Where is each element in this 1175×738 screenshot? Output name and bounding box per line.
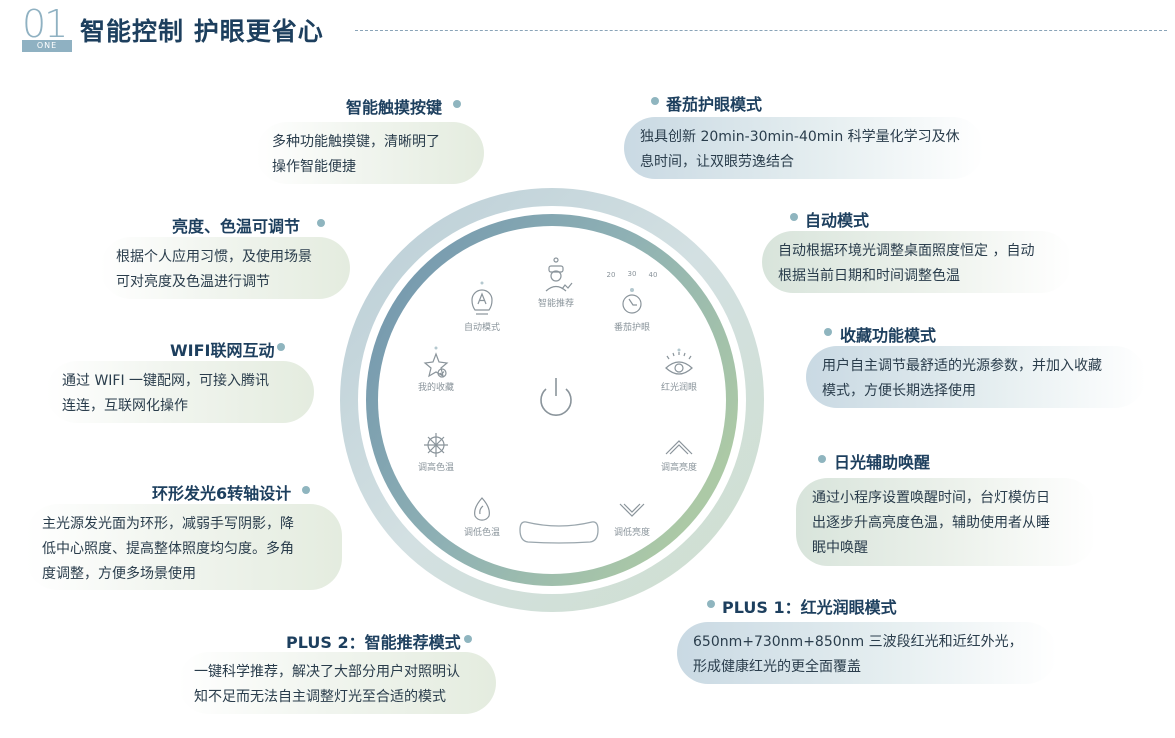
feature-title: 自动模式: [805, 211, 870, 230]
description-line: 度调整，方便多场景使用: [42, 566, 196, 582]
auto-mode-bulb-icon: [471, 281, 493, 315]
color-temp-up-button[interactable]: 调高色温: [418, 433, 454, 473]
description-line: 知不足而无法自主调整灯光至合适的模式: [194, 689, 446, 705]
control-face: [378, 226, 726, 574]
brightness-down-icon: [619, 503, 645, 517]
brightness-down-button[interactable]: 调低亮度: [614, 503, 650, 538]
timer-marks: 20 30 40: [607, 270, 658, 279]
feature-description: 独具创新 20min-30min-40min 科学量化学习及休 息时间，让双眼劳…: [624, 117, 984, 179]
description-line: 根据当前日期和时间调整色温: [778, 268, 960, 284]
feature-title: WIFI联网互动: [170, 341, 275, 360]
description-line: 独具创新 20min-30min-40min 科学量化学习及休: [640, 129, 960, 145]
description-line: 低中心照度、提高整体照度均匀度。多角: [42, 541, 294, 557]
brightness-up-icon: [665, 440, 693, 455]
button-label: 红光润眼: [661, 381, 697, 393]
description-line: 用户自主调节最舒适的光源参数，并加入收藏: [822, 358, 1102, 374]
button-label: 调低亮度: [614, 526, 650, 538]
color-temp-up-icon: [424, 433, 448, 457]
feature-title: 智能触摸按键: [346, 98, 443, 117]
description-line: 通过 WIFI 一键配网，可接入腾讯: [62, 373, 270, 389]
bullet-dot: [277, 343, 285, 351]
feature-title: PLUS 1：红光润眼模式: [722, 598, 897, 617]
button-label: 调高亮度: [661, 461, 697, 473]
smart-recommend-button[interactable]: 智能推荐: [538, 257, 574, 309]
description-line: 连连，互联网化操作: [62, 398, 188, 414]
color-temp-down-button[interactable]: 调低色温: [464, 497, 500, 538]
tomato-timer-icon: [622, 288, 642, 314]
title-divider: [355, 30, 1167, 31]
bullet-dot: [302, 486, 310, 494]
description-line: 操作智能便捷: [272, 159, 356, 175]
red-light-button[interactable]: 红光润眼: [661, 348, 697, 394]
description-line: 出逐步升高亮度色温，辅助使用者从睡: [812, 515, 1050, 531]
description-line: 自动根据环境光调整桌面照度恒定 ，自动: [778, 243, 1035, 259]
feature-title: 亮度、色温可调节: [172, 217, 301, 236]
bullet-dot: [651, 97, 659, 105]
feature-description: 多种功能触摸键，清晰明了 操作智能便捷: [256, 122, 484, 184]
button-label: 自动模式: [464, 321, 500, 333]
color-temp-down-icon: [474, 497, 490, 521]
description-line: 形成健康红光的更全面覆盖: [693, 659, 861, 675]
feature-title: PLUS 2：智能推荐模式: [286, 633, 461, 652]
feature-description: 用户自主调节最舒适的光源参数，并加入收藏 模式，方便长期选择使用: [806, 346, 1146, 408]
favorite-star-icon: [423, 346, 449, 378]
page-title: 智能控制 护眼更省心: [80, 17, 324, 46]
bullet-dot: [453, 100, 461, 108]
description-line: 息时间，让双眼劳逸结合: [640, 154, 794, 170]
description-line: 可对亮度及色温进行调节: [116, 274, 270, 290]
auto-mode-button[interactable]: 自动模式: [464, 281, 500, 334]
description-line: 眠中唤醒: [812, 540, 868, 556]
feature-title: 收藏功能模式: [840, 326, 937, 345]
brightness-up-button[interactable]: 调高亮度: [661, 440, 697, 473]
feature-description: 650nm+730nm+850nm 三波段红光和近红外光， 形成健康红光的更全面…: [677, 622, 1057, 684]
description-line: 根据个人应用习惯，及使用场景: [116, 249, 312, 265]
feature-description: 一键科学推荐，解决了大部分用户对照明认 知不足而无法自主调整灯光至合适的模式: [178, 652, 496, 714]
bullet-dot: [317, 219, 325, 227]
bullet-dot: [818, 455, 826, 463]
description-line: 一键科学推荐，解决了大部分用户对照明认: [194, 664, 460, 680]
button-label: 智能推荐: [538, 297, 574, 309]
timer-mark: 30: [628, 270, 637, 278]
bullet-dot: [824, 328, 832, 336]
feature-description: 通过 WIFI 一键配网，可接入腾讯 连连，互联网化操作: [46, 361, 314, 423]
touch-slider-bar[interactable]: [519, 521, 599, 544]
tomato-timer-button[interactable]: 番茄护眼: [614, 288, 650, 333]
button-label: 番茄护眼: [614, 321, 650, 333]
lamp-control-panel: 智能推荐 20 30 40 番茄护眼 自动模式 我的收藏: [340, 188, 764, 612]
button-label: 调高色温: [418, 461, 454, 473]
feature-title: 番茄护眼模式: [666, 95, 763, 114]
section-header: 01 ONE 智能控制 护眼更省心: [0, 0, 1175, 60]
bullet-dot: [464, 635, 472, 643]
favorite-button[interactable]: 我的收藏: [418, 346, 454, 394]
timer-mark: 40: [649, 271, 658, 279]
description-line: 650nm+730nm+850nm 三波段红光和近红外光，: [693, 634, 1023, 650]
description-line: 多种功能触摸键，清晰明了: [272, 134, 440, 150]
feature-description: 根据个人应用习惯，及使用场景 可对亮度及色温进行调节: [100, 237, 350, 299]
section-tag: ONE: [22, 40, 72, 52]
button-label: 我的收藏: [418, 381, 454, 393]
smart-recommend-icon: [545, 257, 573, 292]
timer-mark: 20: [607, 271, 616, 279]
bullet-dot: [707, 600, 715, 608]
bullet-dot: [790, 213, 798, 221]
feature-description: 自动根据环境光调整桌面照度恒定 ，自动 根据当前日期和时间调整色温: [762, 231, 1072, 293]
button-label: 调低色温: [464, 526, 500, 538]
feature-title: 日光辅助唤醒: [834, 453, 931, 472]
red-light-eye-icon: [665, 348, 693, 375]
feature-description: 通过小程序设置唤醒时间，台灯模仿日 出逐步升高亮度色温，辅助使用者从睡 眠中唤醒: [796, 478, 1096, 566]
feature-title: 环形发光6转轴设计: [152, 484, 292, 503]
description-line: 主光源发光面为环形，减弱手写阴影，降: [42, 516, 294, 532]
description-line: 通过小程序设置唤醒时间，台灯模仿日: [812, 490, 1050, 506]
description-line: 模式，方便长期选择使用: [822, 383, 976, 399]
power-icon[interactable]: [540, 378, 572, 416]
feature-description: 主光源发光面为环形，减弱手写阴影，降 低中心照度、提高整体照度均匀度。多角 度调…: [26, 504, 342, 590]
section-number: 01: [22, 2, 68, 46]
